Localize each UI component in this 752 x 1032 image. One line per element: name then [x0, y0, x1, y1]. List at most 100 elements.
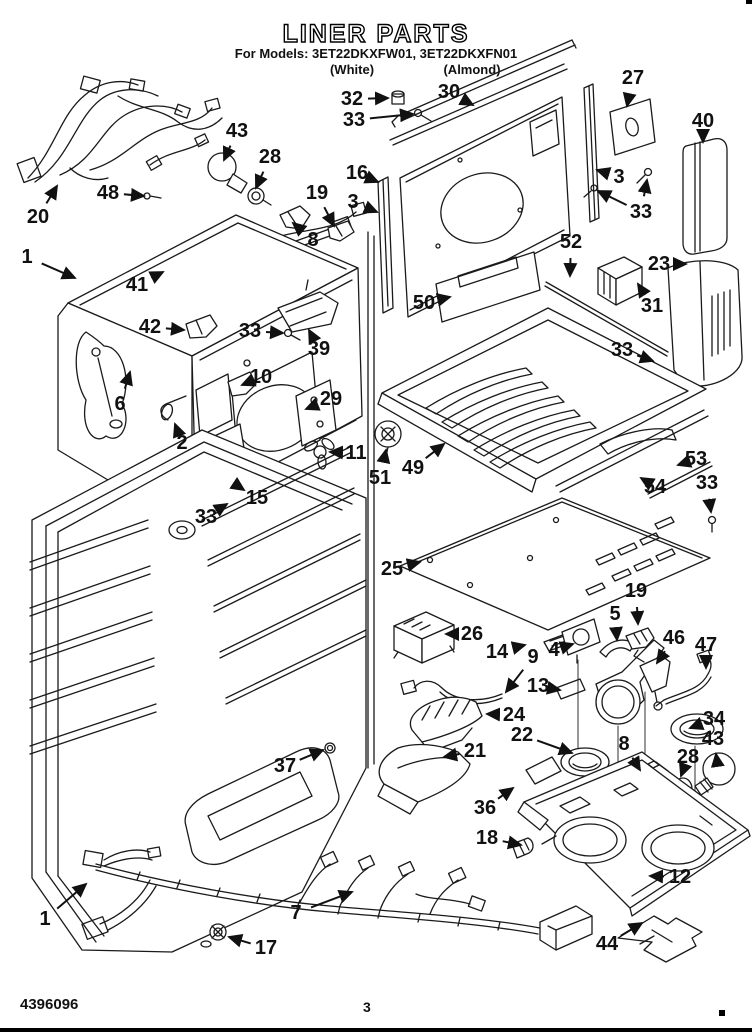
corner-scan-mark — [746, 0, 752, 4]
leader-arrow — [637, 178, 652, 197]
leader-arrow — [165, 321, 186, 336]
leader-arrow — [608, 626, 623, 642]
part-callout-19: 19 — [625, 580, 647, 602]
leader-arrow — [119, 370, 133, 389]
part-callout-33: 33 — [239, 320, 261, 342]
part-callout-25: 25 — [381, 558, 403, 580]
part-callout-19: 19 — [306, 182, 328, 204]
leader-arrow — [254, 171, 268, 190]
outer-cabinet — [29, 429, 367, 953]
models-line: For Models: 3ET22DKXFW01, 3ET22DKXFN01 — [234, 46, 518, 61]
part-callout-50: 50 — [413, 292, 435, 314]
leader-arrow — [369, 108, 415, 123]
leader-arrow — [367, 91, 390, 106]
leader-arrow — [148, 271, 165, 285]
part-callout-12: 12 — [669, 866, 691, 888]
leader-arrow — [310, 890, 354, 909]
leader-arrow — [41, 262, 77, 280]
footer-mark — [719, 1010, 725, 1016]
leader-arrow — [688, 716, 705, 730]
back-panel-assembly — [377, 39, 600, 323]
leader-arrow — [458, 92, 475, 106]
part-callout-8: 8 — [307, 229, 318, 251]
part-callout-18: 18 — [476, 827, 498, 849]
leader-arrow — [362, 200, 379, 214]
leader-arrow — [497, 786, 515, 802]
finish-label-almond: (Almond) — [443, 62, 501, 77]
leader-arrow — [679, 761, 693, 778]
leader-arrow — [56, 882, 88, 910]
part-callout-6: 6 — [114, 393, 125, 415]
part-callout-36: 36 — [474, 797, 496, 819]
leader-arrow — [44, 184, 59, 204]
leader-arrow — [630, 606, 645, 626]
leader-arrow — [510, 641, 527, 655]
part-callout-42: 42 — [139, 316, 161, 338]
part-callout-3: 3 — [613, 166, 624, 188]
leader-arrow — [620, 921, 644, 937]
part-callout-14: 14 — [486, 641, 509, 663]
part-callout-34: 34 — [703, 708, 726, 730]
leader-arrow — [265, 325, 285, 340]
part-callout-11: 11 — [345, 442, 366, 464]
leader-arrow — [123, 187, 146, 202]
leader-arrow — [627, 755, 642, 772]
leader-arrow — [363, 170, 380, 184]
part-callout-9: 9 — [527, 646, 538, 668]
leader-arrow — [212, 502, 229, 517]
part-callout-15: 15 — [246, 487, 268, 509]
part-callout-44: 44 — [596, 933, 619, 955]
leader-arrow — [321, 206, 335, 228]
part-callout-52: 52 — [560, 231, 582, 253]
leader-arrow — [536, 739, 574, 756]
part-callout-48: 48 — [97, 182, 119, 204]
leader-arrow — [222, 145, 236, 162]
part-callout-3: 3 — [347, 191, 358, 213]
part-callout-24: 24 — [503, 704, 526, 726]
leader-arrow — [376, 448, 391, 465]
leader-arrow — [299, 748, 325, 762]
part-callout-31: 31 — [641, 295, 663, 317]
part-callout-10: 10 — [250, 366, 272, 388]
leader-arrow — [702, 498, 717, 514]
leader-arrow — [563, 257, 578, 278]
part-callout-47: 47 — [695, 634, 717, 656]
leader-arrow — [622, 91, 637, 108]
leader-arrow — [595, 167, 612, 181]
leader-arrow — [304, 397, 321, 411]
leader-arrow — [173, 422, 187, 439]
part-callout-46: 46 — [663, 627, 685, 649]
leader-arrow — [308, 328, 322, 345]
part-callout-5: 5 — [609, 603, 620, 625]
leader-arrow — [425, 442, 446, 459]
wire-harness-top — [16, 75, 223, 184]
part-callout-13: 13 — [527, 675, 549, 697]
part-callout-27: 27 — [622, 67, 644, 89]
part-callout-33: 33 — [611, 339, 633, 361]
leader-arrow — [648, 869, 665, 884]
part-callout-51: 51 — [369, 467, 391, 489]
part-callout-8: 8 — [618, 733, 629, 755]
leader-arrow — [558, 641, 575, 655]
page-header: LINER PARTS — [0, 19, 752, 49]
leader-arrow — [442, 747, 460, 762]
part-callout-1: 1 — [21, 246, 32, 268]
page-title: LINER PARTS — [282, 19, 470, 48]
bottom-scan-bar — [0, 1028, 752, 1032]
diagram-line-art — [16, 39, 751, 963]
part-callout-41: 41 — [126, 274, 148, 296]
part-callout-33: 33 — [696, 472, 718, 494]
leader-arrow — [636, 282, 651, 299]
part-callout-39: 39 — [308, 338, 330, 360]
wire-harness-bottom — [81, 846, 593, 951]
leader-arrow — [291, 221, 308, 237]
leader-arrow — [435, 293, 452, 307]
part-callout-54: 54 — [644, 476, 667, 498]
part-callout-28: 28 — [677, 746, 699, 768]
finish-label-white: (White) — [329, 62, 375, 77]
part-callout-33: 33 — [195, 506, 217, 528]
part-callout-53: 53 — [685, 448, 707, 470]
leader-arrow — [655, 648, 671, 665]
shelf-pan-assembly — [374, 307, 717, 533]
leader-arrow — [405, 558, 422, 572]
